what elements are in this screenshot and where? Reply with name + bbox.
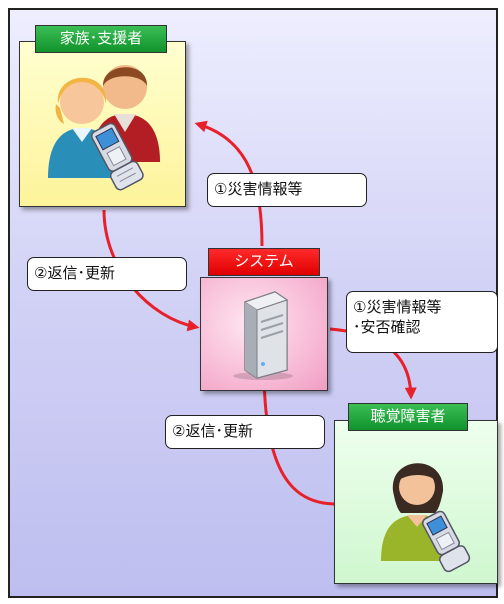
family-supporter-label: 家族･支援者 [35,25,167,53]
callout-line-safety-check: ･安否確認 [353,318,421,336]
arrow-system-to-family [194,120,264,247]
person-with-mobile-phone-icon [381,463,471,573]
family-supporter-node [19,41,186,207]
system-node [200,277,328,391]
system-label: システム [208,248,320,276]
hearing-impaired-node [334,420,498,584]
people-with-mobile-phone-icon [48,65,160,191]
server-icon [233,291,293,380]
disaster-info-safety-check-callout: ①災害情報等 ･安否確認 [346,291,498,353]
hearing-reply-update-callout: ②返信･更新 [165,415,325,449]
hearing-impaired-label: 聴覚障害者 [348,403,468,431]
disaster-info-to-family-callout: ①災害情報等 [207,173,367,207]
callout-line-disaster-info: ①災害情報等 [353,298,442,316]
family-reply-update-callout: ②返信･更新 [27,257,187,291]
arrow-hearing-to-system [258,364,337,506]
